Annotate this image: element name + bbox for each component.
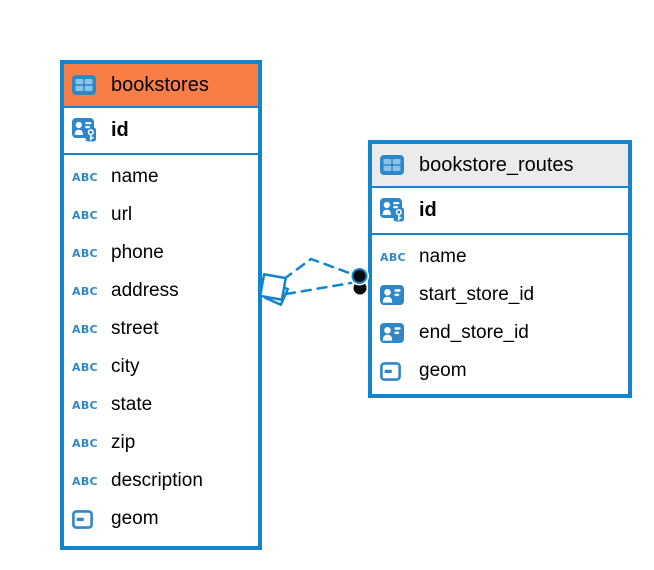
column-name: street: [111, 318, 159, 339]
geometry-icon: [380, 361, 410, 381]
foreign-key-icon: [380, 285, 410, 305]
column-name: zip: [111, 432, 136, 453]
column-row-geom[interactable]: geom: [64, 500, 258, 538]
column-row-address[interactable]: ABC address: [64, 272, 258, 310]
text-icon: ABC: [72, 322, 98, 336]
text-icon: ABC: [72, 474, 98, 488]
column-name: end_store_id: [419, 322, 529, 343]
column-name: start_store_id: [419, 284, 535, 305]
text-icon: ABC: [72, 436, 98, 450]
text-icon: ABC: [72, 284, 98, 298]
table-icon: [72, 75, 102, 95]
column-row-street[interactable]: ABC street: [64, 310, 258, 348]
column-row-phone[interactable]: ABC phone: [64, 234, 258, 272]
column-name: id: [111, 119, 129, 141]
column-row-id[interactable]: id: [372, 189, 628, 232]
column-name: id: [419, 199, 437, 221]
table-header[interactable]: bookstore_routes: [372, 144, 628, 188]
column-row-end_store_id[interactable]: end_store_id: [372, 314, 628, 352]
column-row-zip[interactable]: ABC zip: [64, 424, 258, 462]
column-row-city[interactable]: ABC city: [64, 348, 258, 386]
primary-key-icon: [380, 198, 410, 223]
column-row-geom[interactable]: geom: [372, 352, 628, 390]
column-name: city: [111, 356, 140, 377]
geometry-icon: [72, 509, 102, 529]
relationship-line-upper[interactable]: [282, 257, 354, 281]
table-icon: [380, 155, 410, 175]
column-name: state: [111, 394, 153, 415]
column-row-url[interactable]: ABC url: [64, 196, 258, 234]
text-icon: ABC: [72, 360, 98, 374]
column-row-name[interactable]: ABC name: [64, 158, 258, 196]
text-icon: ABC: [380, 250, 406, 264]
column-name: phone: [111, 242, 164, 263]
column-name: address: [111, 280, 179, 301]
relationship-dot-marker[interactable]: [350, 266, 369, 295]
relationship-diamond-marker[interactable]: [259, 273, 289, 306]
table-title: bookstore_routes: [419, 153, 574, 176]
column-row-start_store_id[interactable]: start_store_id: [372, 276, 628, 314]
column-name: geom: [111, 508, 159, 529]
erd-table-bookstore-routes[interactable]: bookstore_routes id ABC name start_store_…: [368, 140, 632, 398]
column-row-state[interactable]: ABC state: [64, 386, 258, 424]
text-icon: ABC: [72, 208, 98, 222]
column-name: url: [111, 204, 133, 225]
column-row-id[interactable]: id: [64, 109, 258, 152]
primary-key-section: id: [64, 108, 258, 155]
column-name: name: [419, 246, 467, 267]
columns-section: ABC name start_store_id end_store_id geom: [372, 235, 628, 390]
primary-key-section: id: [372, 188, 628, 235]
text-icon: ABC: [72, 246, 98, 260]
column-row-name[interactable]: ABC name: [372, 238, 628, 276]
primary-key-icon: [72, 118, 102, 143]
foreign-key-icon: [380, 323, 410, 343]
text-icon: ABC: [72, 398, 98, 412]
column-name: description: [111, 470, 203, 491]
relationship-line-lower[interactable]: [284, 281, 353, 296]
table-header[interactable]: bookstores: [64, 64, 258, 108]
column-name: name: [111, 166, 159, 187]
column-name: geom: [419, 360, 467, 381]
column-row-description[interactable]: ABC description: [64, 462, 258, 500]
text-icon: ABC: [72, 170, 98, 184]
table-title: bookstores: [111, 73, 209, 96]
